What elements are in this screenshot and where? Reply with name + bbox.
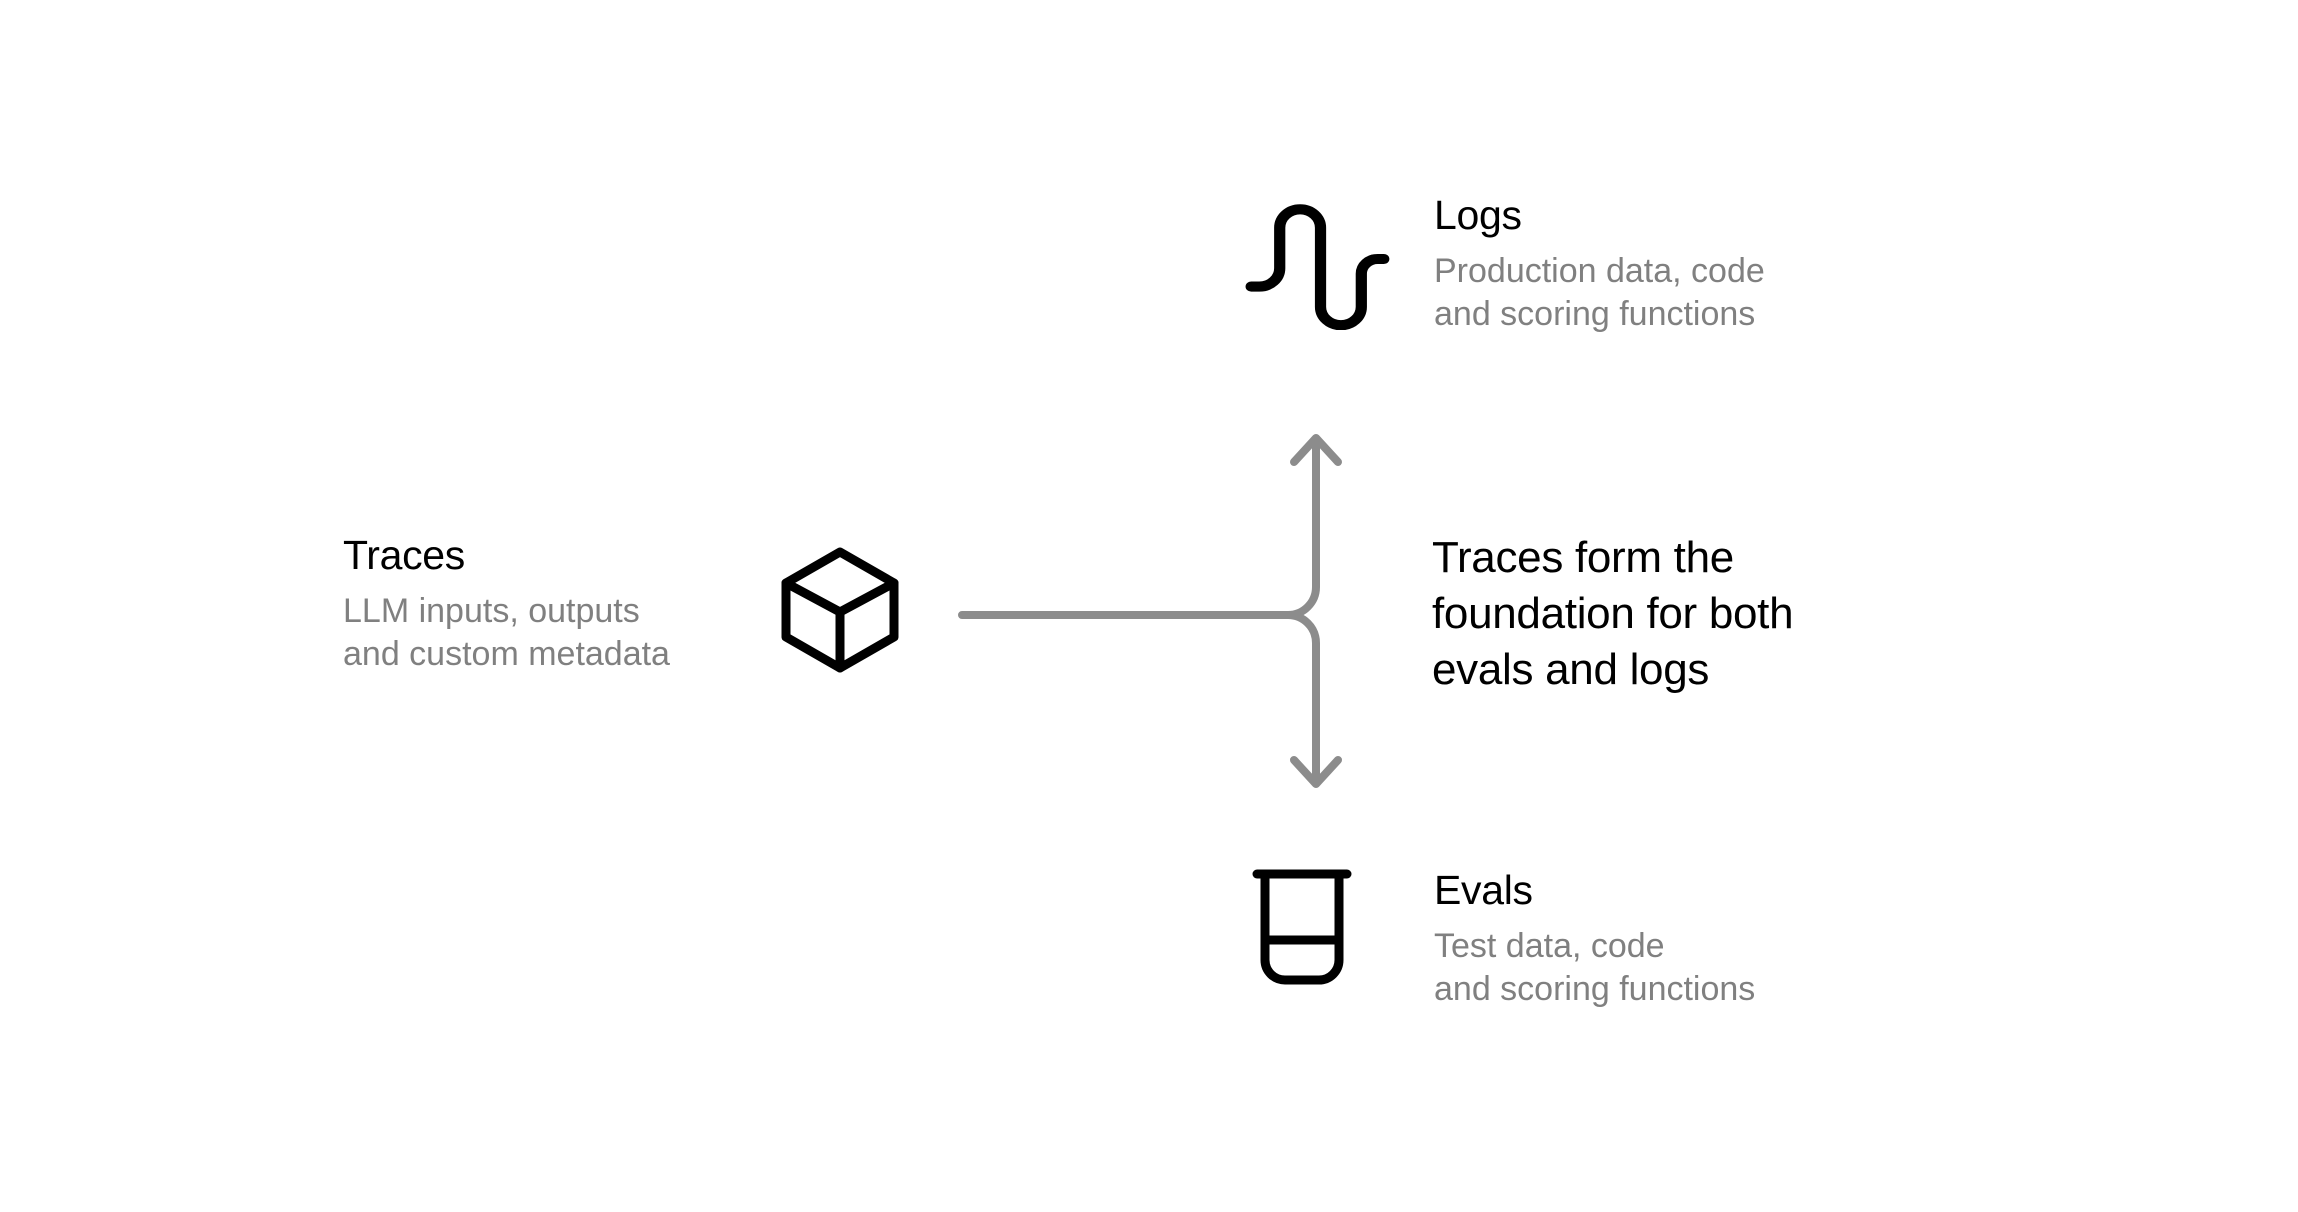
evals-desc-line-1: Test data, code xyxy=(1434,926,1665,965)
arrow-down-icon xyxy=(1290,756,1342,788)
traces-desc-line-1: LLM inputs, outputs xyxy=(343,591,640,630)
cube-icon xyxy=(781,547,899,673)
node-evals: Evals Test data, code and scoring functi… xyxy=(1245,860,1755,1012)
node-logs: Logs Production data, code and scoring f… xyxy=(1245,185,1765,337)
headline-line-1: Traces form the xyxy=(1432,533,1734,582)
split-arrow-connector xyxy=(958,434,1342,788)
logs-desc-line-1: Production data, code xyxy=(1434,251,1765,290)
beaker-icon xyxy=(1252,869,1352,985)
headline-line-2: foundation for both xyxy=(1432,588,1794,638)
arrow-up-icon xyxy=(1290,434,1342,466)
logs-title: Logs xyxy=(1434,192,1522,238)
node-traces: Traces LLM inputs, outputs and custom me… xyxy=(343,532,670,677)
headline-line-3: evals and logs xyxy=(1432,644,1710,694)
traces-desc-line-2: and custom metadata xyxy=(343,635,670,674)
logs-desc-line-2: and scoring functions xyxy=(1434,295,1756,334)
evals-description: Test data, code and scoring functions xyxy=(1434,925,1755,1012)
logs-text-block: Logs Production data, code and scoring f… xyxy=(1434,185,1765,337)
waveform-icon xyxy=(1245,204,1390,330)
evals-desc-line-2: and scoring functions xyxy=(1434,970,1756,1009)
logs-description: Production data, code and scoring functi… xyxy=(1434,250,1765,337)
evals-title: Evals xyxy=(1434,867,1533,913)
traces-title: Traces xyxy=(343,532,465,578)
evals-text-block: Evals Test data, code and scoring functi… xyxy=(1434,860,1755,1012)
traces-description: LLM inputs, outputs and custom metadata xyxy=(343,590,670,677)
headline: Traces form the foundation for both eval… xyxy=(1432,530,1794,698)
